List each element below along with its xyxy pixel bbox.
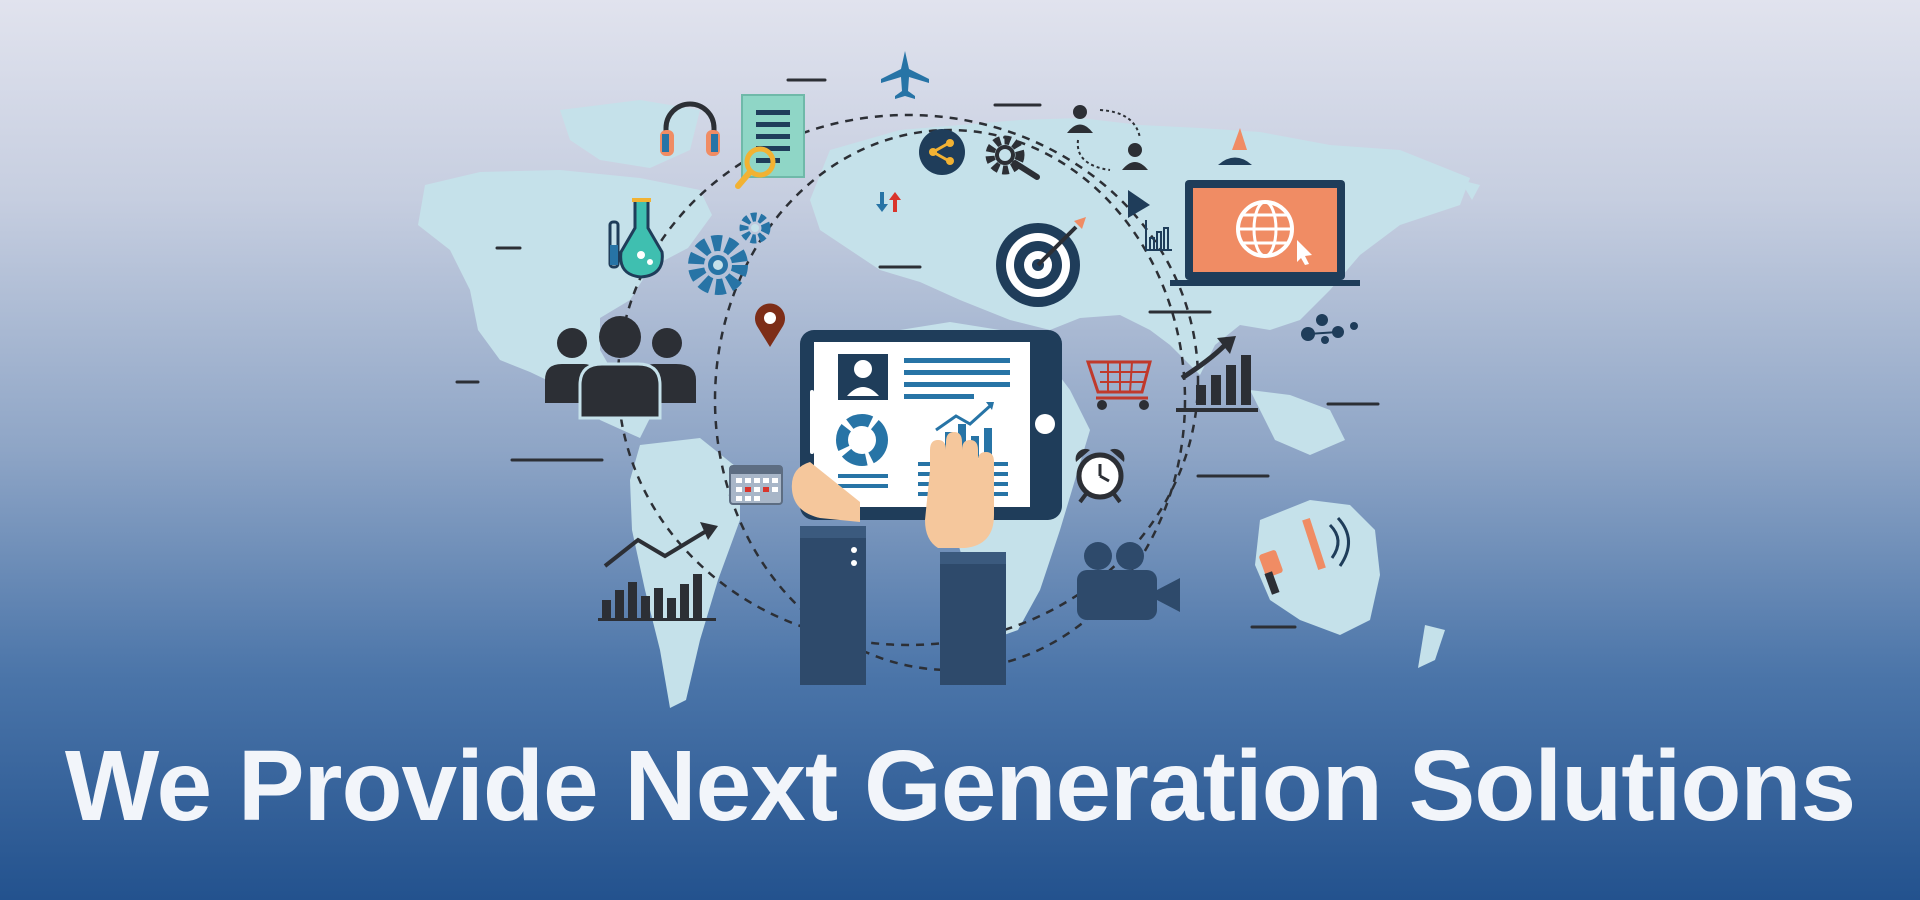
tablet-dashboard-icon <box>791 330 1062 685</box>
user-network-icon <box>1067 105 1150 218</box>
map-pin-icon <box>755 303 785 347</box>
bar-chart-icon <box>1145 220 1172 251</box>
molecule-icon <box>1301 314 1358 344</box>
document-search-icon <box>735 94 805 189</box>
download-upload-icon <box>876 192 901 212</box>
target-icon <box>996 217 1086 307</box>
video-camera-icon <box>1077 542 1180 620</box>
calendar-icon <box>729 465 783 505</box>
airplane-icon <box>881 51 929 99</box>
laptop-globe-icon <box>1170 128 1360 286</box>
team-icon <box>545 316 696 420</box>
settings-wrench-icon <box>985 135 1040 180</box>
hero-headline: We Provide Next Generation Solutions <box>64 730 1856 842</box>
headphones-icon <box>660 101 720 156</box>
gears-icon <box>688 212 771 295</box>
lab-flask-icon <box>608 198 664 279</box>
alarm-clock-icon <box>1075 448 1125 504</box>
analytics-chart-icon <box>598 522 718 621</box>
megaphone-icon <box>1259 516 1350 595</box>
growth-chart-icon <box>1176 336 1258 412</box>
decorative-dashes <box>455 78 1380 629</box>
shopping-cart-icon <box>1085 360 1152 410</box>
share-icon <box>919 129 965 175</box>
